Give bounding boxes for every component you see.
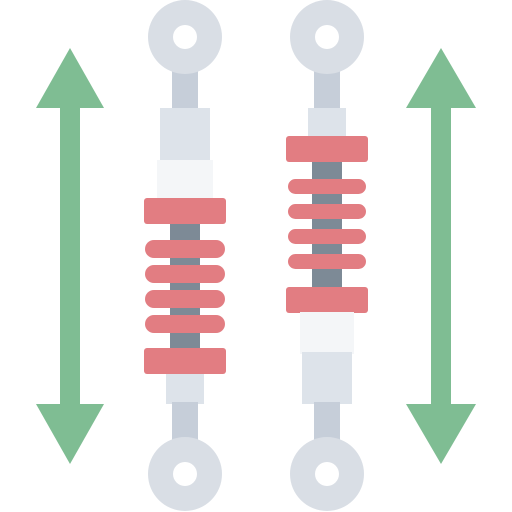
right-shock-absorber (286, 0, 368, 511)
right-collar (300, 312, 354, 354)
left-shock-absorber (144, 0, 226, 511)
left-lower-body (166, 374, 204, 404)
left-spring (144, 198, 226, 374)
left-collar (157, 160, 213, 200)
right-double-arrow-icon (406, 48, 476, 464)
left-top-eye-icon (148, 0, 222, 110)
left-double-arrow-icon (36, 48, 104, 464)
right-spring (286, 136, 368, 313)
left-bottom-eye-icon (148, 402, 222, 511)
right-upper-body (308, 108, 346, 138)
right-top-eye-icon (290, 0, 364, 110)
left-upper-body (160, 108, 210, 162)
right-bottom-eye-icon (290, 402, 364, 511)
right-lower-body (302, 352, 352, 404)
